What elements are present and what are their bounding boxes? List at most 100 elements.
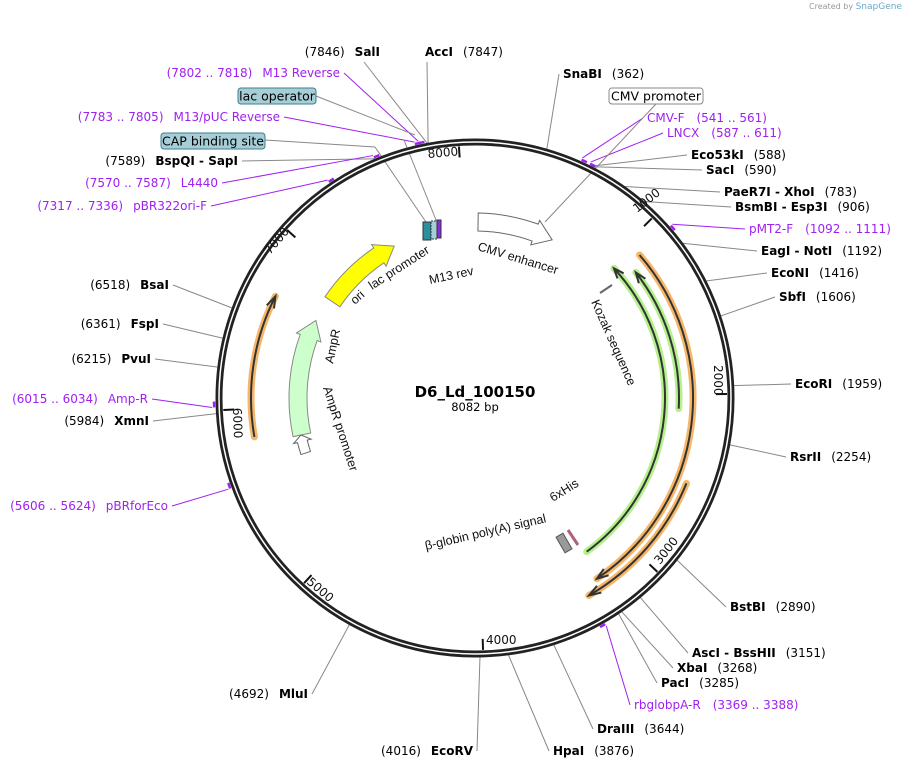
enzyme-name: SalI [355,45,380,59]
enzyme-site-label[interactable]: XbaI(3268) [677,661,757,675]
enzyme-site-label[interactable]: EcoRI(1959) [795,377,882,391]
enzyme-site-label[interactable]: BstBI(2890) [730,600,816,614]
primer-leader [171,488,229,507]
primer-mark [373,154,380,159]
enzyme-site-label[interactable]: (6361)FspI [81,317,159,331]
enzyme-site-label[interactable]: (4016) EcoRV [381,744,474,758]
tick-mark [643,217,653,227]
enzyme-position: (4016) [381,744,421,758]
primer-mark [328,177,335,183]
enzyme-site-label[interactable]: AccI(7847) [425,45,503,59]
orf-arc-lower-line [588,483,688,597]
primer-leader [210,179,328,207]
enzyme-site-label[interactable]: (6518)BsaI [90,278,169,292]
enzyme-name: BsaI [140,278,169,292]
enzyme-site-label[interactable]: EcoNI(1416) [771,266,859,280]
enzyme-name: PaeR7I - XhoI [724,185,815,199]
primer-label[interactable]: (7802 .. 7818)M13 Reverse [167,66,340,80]
enzyme-site-label[interactable]: (7589)BspQI - SapI [105,154,238,168]
enzyme-site-label[interactable]: PacI(3285) [661,676,739,690]
primer-leader [672,223,746,230]
enzyme-name: MluI [279,687,308,701]
primer-name: pMT2-F [749,222,793,236]
primer-label[interactable]: (7570 .. 7587)L4440 [85,176,218,190]
leader-line [162,323,225,339]
leader-line [675,559,727,608]
leader-line [546,73,560,151]
enzyme-name: EagI - NotI [761,244,832,258]
primer-label[interactable]: (7783 .. 7805)M13/pUC Reverse [78,110,280,124]
enzyme-position: (906) [837,200,869,214]
enzyme-position: (6215) [71,352,111,366]
primer-label[interactable]: (7317 .. 7336)pBR322ori-F [37,199,207,213]
enzyme-site-label[interactable]: DraIII(3644) [597,722,684,736]
primer-label[interactable]: pMT2-F (1092 .. 1111) [749,222,891,236]
leader-line [507,653,550,752]
enzyme-name: SacI [706,163,734,177]
enzyme-name: EcoRV [431,744,474,758]
snapgene-credit: Created by SnapGene [809,2,902,12]
m13-rev-mark [436,219,442,239]
tick-mark [286,229,297,239]
ampr-promoter-label: AmpR promoter [320,385,361,473]
enzyme-site-label[interactable]: BsmBI - Esp3I(906) [735,200,870,214]
green-arc-inner-line [586,267,666,553]
enzyme-site-label[interactable]: EagI - NotI (1192) [761,244,882,258]
plasmid-length: 8082 bp [451,400,499,414]
credit-brand: SnapGene [855,2,902,12]
enzyme-site-label[interactable]: (6215)PvuI [71,352,151,366]
ampr-promoter-feature[interactable] [292,434,313,456]
enzyme-site-label[interactable]: SacI(590) [706,163,777,177]
enzyme-site-label[interactable]: SbfI(1606) [779,290,856,304]
enzyme-site-label[interactable]: SnaBI(362) [563,67,644,81]
primer-label[interactable]: LNCX(587 .. 611) [667,126,782,140]
enzyme-position: (588) [754,148,786,162]
primer-label[interactable]: CMV-F(541 .. 561) [647,111,767,125]
leader-line [622,185,721,193]
orf-arc-left[interactable] [247,292,279,441]
tick-mark [457,146,461,158]
leader-line [620,610,674,669]
enzyme-position: (1192) [842,244,882,258]
enzyme-position: (2254) [831,450,871,464]
arrowhead-icon [594,568,609,581]
orf-arc-outer-line [596,254,694,580]
enzyme-site-label[interactable]: Eco53kI(588) [691,148,786,162]
enzyme-position: (3268) [717,661,757,675]
primer-range: (6015 .. 6034) [12,392,98,406]
enzyme-site-label[interactable]: PaeR7I - XhoI(783) [724,185,857,199]
primer-leader [590,132,664,163]
leader-line [617,612,658,684]
enzyme-name: HpaI [553,744,584,758]
primer-leader [151,398,213,409]
lac-operator-box[interactable]: lac operator [237,87,317,105]
ori-feature[interactable] [324,244,395,308]
primer-label[interactable]: rbglobpA-R(3369 .. 3388) [634,698,798,712]
cmv-promoter-box[interactable]: CMV promoter [608,87,704,105]
primer-range: (541 .. 561) [696,111,766,125]
6xhis-label: 6xHis [547,476,581,504]
feature-leader [264,139,376,148]
leader-line [363,61,429,145]
enzyme-site-label[interactable]: RsrII(2254) [790,450,871,464]
enzyme-site-label[interactable]: AscI - BssHII(3151) [692,646,826,660]
feature-leader [315,95,416,136]
primer-label[interactable]: (6015 .. 6034)Amp-R [12,392,148,406]
primer-range: (1092 .. 1111) [805,222,891,236]
tick-label: 6000 [230,408,245,439]
primer-range: (7802 .. 7818) [167,66,253,80]
primer-label[interactable]: (5606 .. 5624)pBRforEco [10,499,168,513]
cmv-enhancer-label: CMV enhancer [476,239,560,277]
primer-mark [669,224,676,231]
enzyme-site-label[interactable]: (4692)MluI [229,687,308,701]
enzyme-site-label[interactable]: (7846)SalI [305,45,380,59]
ampr-feature[interactable] [288,319,322,438]
cmv-enhancer-feature[interactable] [477,212,553,246]
primer-mark [599,623,606,629]
cap-binding-site-box[interactable]: CAP binding site [160,132,266,150]
enzyme-site-label[interactable]: HpaI(3876) [553,744,634,758]
arrowhead-icon [586,585,602,598]
enzyme-position: (3644) [644,722,684,736]
enzyme-site-label[interactable]: (5984)XmnI [64,414,149,428]
enzyme-position: (5984) [64,414,104,428]
